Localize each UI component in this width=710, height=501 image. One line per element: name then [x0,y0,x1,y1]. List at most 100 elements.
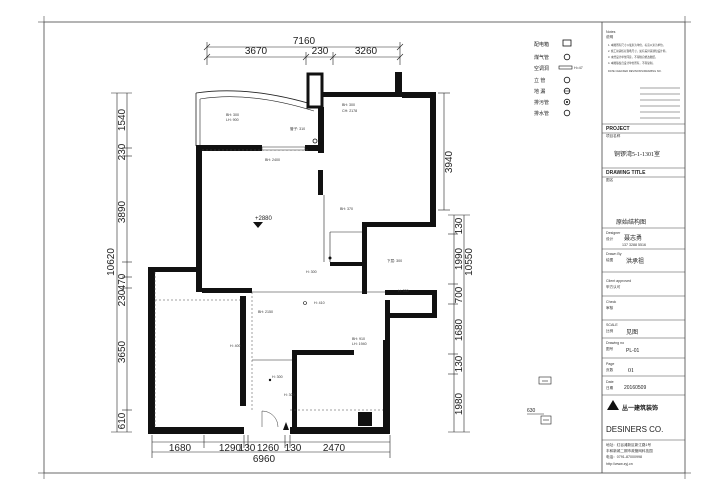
notes-label-cn: 说明 [606,34,614,39]
date-label: Date [606,380,614,384]
drawn-by-label: Drawn By [606,252,622,256]
company-en: DESINERS CO. [606,425,663,434]
project-name: 铜锣湾5-1-1301室 [614,150,660,158]
wall-left-top [148,267,202,272]
plan-tag-16: H: 300 [272,375,283,379]
plan-tag-14: BH: 910 [352,337,365,341]
dim-left-seg-5: 230 [117,289,128,306]
dim-bottom-seg-3: 130 [239,443,256,454]
legend-label-2: 煤气管 [534,54,549,61]
notes-line-1: 1. 本图所有尺寸以毫米为单位，标高以米为单位。 [608,43,665,47]
elevation-marker [253,222,263,228]
plan-tag-5: 管子: 310 [290,126,305,131]
check-label-cn: 审核 [606,305,614,310]
notes-line-2: 2. 施工前请核对现场尺寸，如有差异请通知设计师。 [608,49,668,53]
plan-tag-4: CH: 2178 [342,109,357,113]
door-swing-entry [261,410,279,428]
client-approved-label: Client approved [606,279,631,283]
plan-tag-6: BH: 2400 [265,158,280,162]
legend-ring-drainage [563,109,571,117]
dim-right-seg-3: 700 [454,286,465,303]
plan-tag-12: BH: 2150 [258,310,273,314]
corner-ticks [38,16,691,479]
drawing-no-label: Drawing no [606,341,624,345]
company-logo-icon [607,400,619,410]
legend-ring-gas [563,53,571,61]
elevation-label: +2880 [255,216,273,222]
wall-bottom-left [148,427,244,434]
company-phone: 电话：0791-87000998 [606,454,642,459]
dim-top-seg-2: 230 [312,46,329,57]
plan-tag-7: BH: 370 [340,207,353,211]
title-block [602,87,685,441]
company-address: 地址：红谷滩新区新江路1号 [606,442,652,447]
plan-tag-15: LH: 1940 [352,342,367,346]
left-dimension-chain [111,92,132,433]
vent-shaft [306,72,324,109]
plan-tag-8: H: 300 [306,270,317,274]
drawing-title-cn: 图名 [606,177,614,182]
drawing-no-value: PL-01 [626,348,640,354]
dim-right-seg-1: 130 [454,217,465,234]
notes-line-5: DATE CHECKED REVISIONS/DRAWING NO. [608,69,662,73]
balcony-curved-rail [195,90,319,107]
designer-label: Designer [606,231,621,235]
key-box-1 [538,376,552,385]
pipe-symbol-4 [268,378,272,382]
drawn-by-name: 洪承祖 [626,257,644,265]
date-value: 20160509 [624,385,646,391]
legend-ring-riser [563,76,571,84]
client-approved-cn: 甲方认可 [606,284,621,289]
wall-bath-divider [292,350,297,430]
wall-bath-top [292,350,354,355]
dim-right-total: 10550 [464,248,475,276]
company-address-2: 丰和新城二期市政管网科技园 [606,448,653,453]
company-name: 丛一建筑装饰 [622,404,658,412]
wall-right-lower [385,290,437,295]
column-bath [358,412,372,426]
dim-right-upper: 3940 [444,150,455,173]
pipe-symbol-5 [303,301,307,305]
wall-living-top-2 [305,145,324,151]
symbol-legend [558,39,573,117]
entry-marker [283,422,289,430]
dim-left-seg-3: 3890 [117,200,128,223]
legend-label-3: 空调洞 [534,65,549,72]
wall-top-right [322,92,402,97]
designer-phone: 137 3288 5516 [622,243,646,247]
drawing-no-cn: 图号 [606,346,614,351]
balcony-curved-rail-inner [199,96,315,112]
wall-bedroom-divider [240,296,246,406]
dim-bottom-seg-1: 1680 [169,443,192,454]
wall-top-right-2 [395,72,402,97]
plan-tag-9: 下层: 300 [387,258,402,263]
bottom-dimension-chain [151,435,391,458]
dim-right-seg-2: 1990 [454,247,465,270]
legend-label-6: 排污管 [534,99,549,106]
scale-label: SCALE [606,323,618,327]
wall-right-exterior [430,92,436,227]
project-label: PROJECT [606,126,630,132]
dim-bottom-seg-6: 2470 [323,443,346,454]
page-label: Page [606,362,614,366]
legend-ac-symbol [558,65,573,70]
plan-tag-1: BH: 300 [226,113,239,117]
wall-top-far-right [402,92,436,98]
project-label-cn: 项目名称 [606,133,621,138]
pipe-symbol-3 [328,256,332,260]
plan-tag-17: H: 300 [284,393,295,397]
dim-bottom-total: 6960 [253,454,276,465]
dim-bottom-seg-4: 1260 [257,443,280,454]
dim-left-seg-2: 230 [117,143,128,160]
legend-sewage [563,98,571,106]
wall-center-spine [318,107,324,153]
plan-tag-3: BH: 300 [342,103,355,107]
wall-kitchen-stub [330,262,362,266]
sheet-border [43,21,686,474]
drawing-title: 原始结构图 [616,218,646,226]
right-dimension-chain [438,92,470,433]
plan-tag-10: H: 410 [314,301,325,305]
legend-label-7: 排水管 [534,110,549,117]
dim-bottom-seg-2: 1290 [219,443,242,454]
drawing-title-label: DRAWING TITLE [606,170,646,176]
